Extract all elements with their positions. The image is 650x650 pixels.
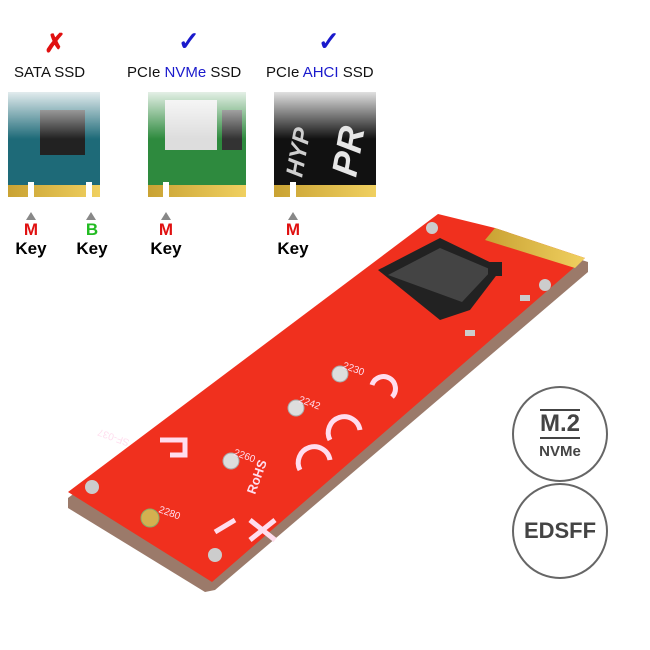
cross-icon: ✗ bbox=[44, 28, 66, 58]
key-word: Key bbox=[76, 239, 108, 258]
label-text: PCIe bbox=[266, 64, 303, 81]
ssd-label-predator: PR bbox=[324, 123, 373, 179]
label-sata-ssd: SATA SSD bbox=[14, 64, 85, 81]
label-text: SSD bbox=[206, 64, 242, 81]
adapter-board: 2230 2242 2260 2280 SF-037 RoHS bbox=[68, 214, 588, 592]
label-text: SSD bbox=[338, 64, 374, 81]
label-text: SATA SSD bbox=[14, 64, 86, 81]
mounting-hole bbox=[208, 548, 222, 562]
m2-nvme-badge: M.2 NVMe bbox=[512, 386, 608, 482]
label-text: PCIe bbox=[127, 64, 165, 81]
check-icon: ✓ bbox=[178, 26, 200, 56]
key-word: Key bbox=[15, 239, 47, 258]
ce-fcc-marks bbox=[160, 374, 398, 542]
mounting-hole bbox=[539, 279, 551, 291]
standoff-2260 bbox=[222, 452, 240, 470]
edge-connector bbox=[485, 228, 585, 268]
badge-title: EDSFF bbox=[523, 518, 597, 543]
key-word: Key bbox=[150, 239, 182, 258]
standoff-2230 bbox=[331, 365, 349, 383]
key-pointer-icon bbox=[161, 212, 171, 220]
key-pointer-icon bbox=[86, 212, 96, 220]
edsff-badge: EDSFF bbox=[512, 483, 608, 579]
label-highlight: AHCI bbox=[302, 64, 339, 81]
label-highlight: NVMe bbox=[164, 64, 207, 81]
check-icon: ✓ bbox=[318, 26, 340, 56]
key-pointer-icon bbox=[288, 212, 298, 220]
chip bbox=[488, 262, 502, 276]
model-label: SF-037 bbox=[96, 426, 131, 448]
standoff-2242 bbox=[287, 399, 305, 417]
badge-subtitle: NVMe bbox=[539, 442, 581, 460]
key-letter: M bbox=[285, 220, 301, 239]
mounting-hole bbox=[85, 480, 99, 494]
mounting-hole bbox=[426, 222, 438, 234]
label-pcie-ahci-ssd: PCIe AHCI SSD bbox=[266, 64, 374, 81]
key-letter: B bbox=[85, 220, 99, 239]
key-word: Key bbox=[277, 239, 309, 258]
key-pointer-icon bbox=[26, 212, 36, 220]
key-letter: M bbox=[158, 220, 174, 239]
standoff-screw-2280 bbox=[140, 508, 160, 528]
key-letter: M bbox=[23, 220, 39, 239]
badge-title: M.2 bbox=[539, 408, 580, 439]
label-pcie-nvme-ssd: PCIe NVMe SSD bbox=[127, 64, 241, 81]
